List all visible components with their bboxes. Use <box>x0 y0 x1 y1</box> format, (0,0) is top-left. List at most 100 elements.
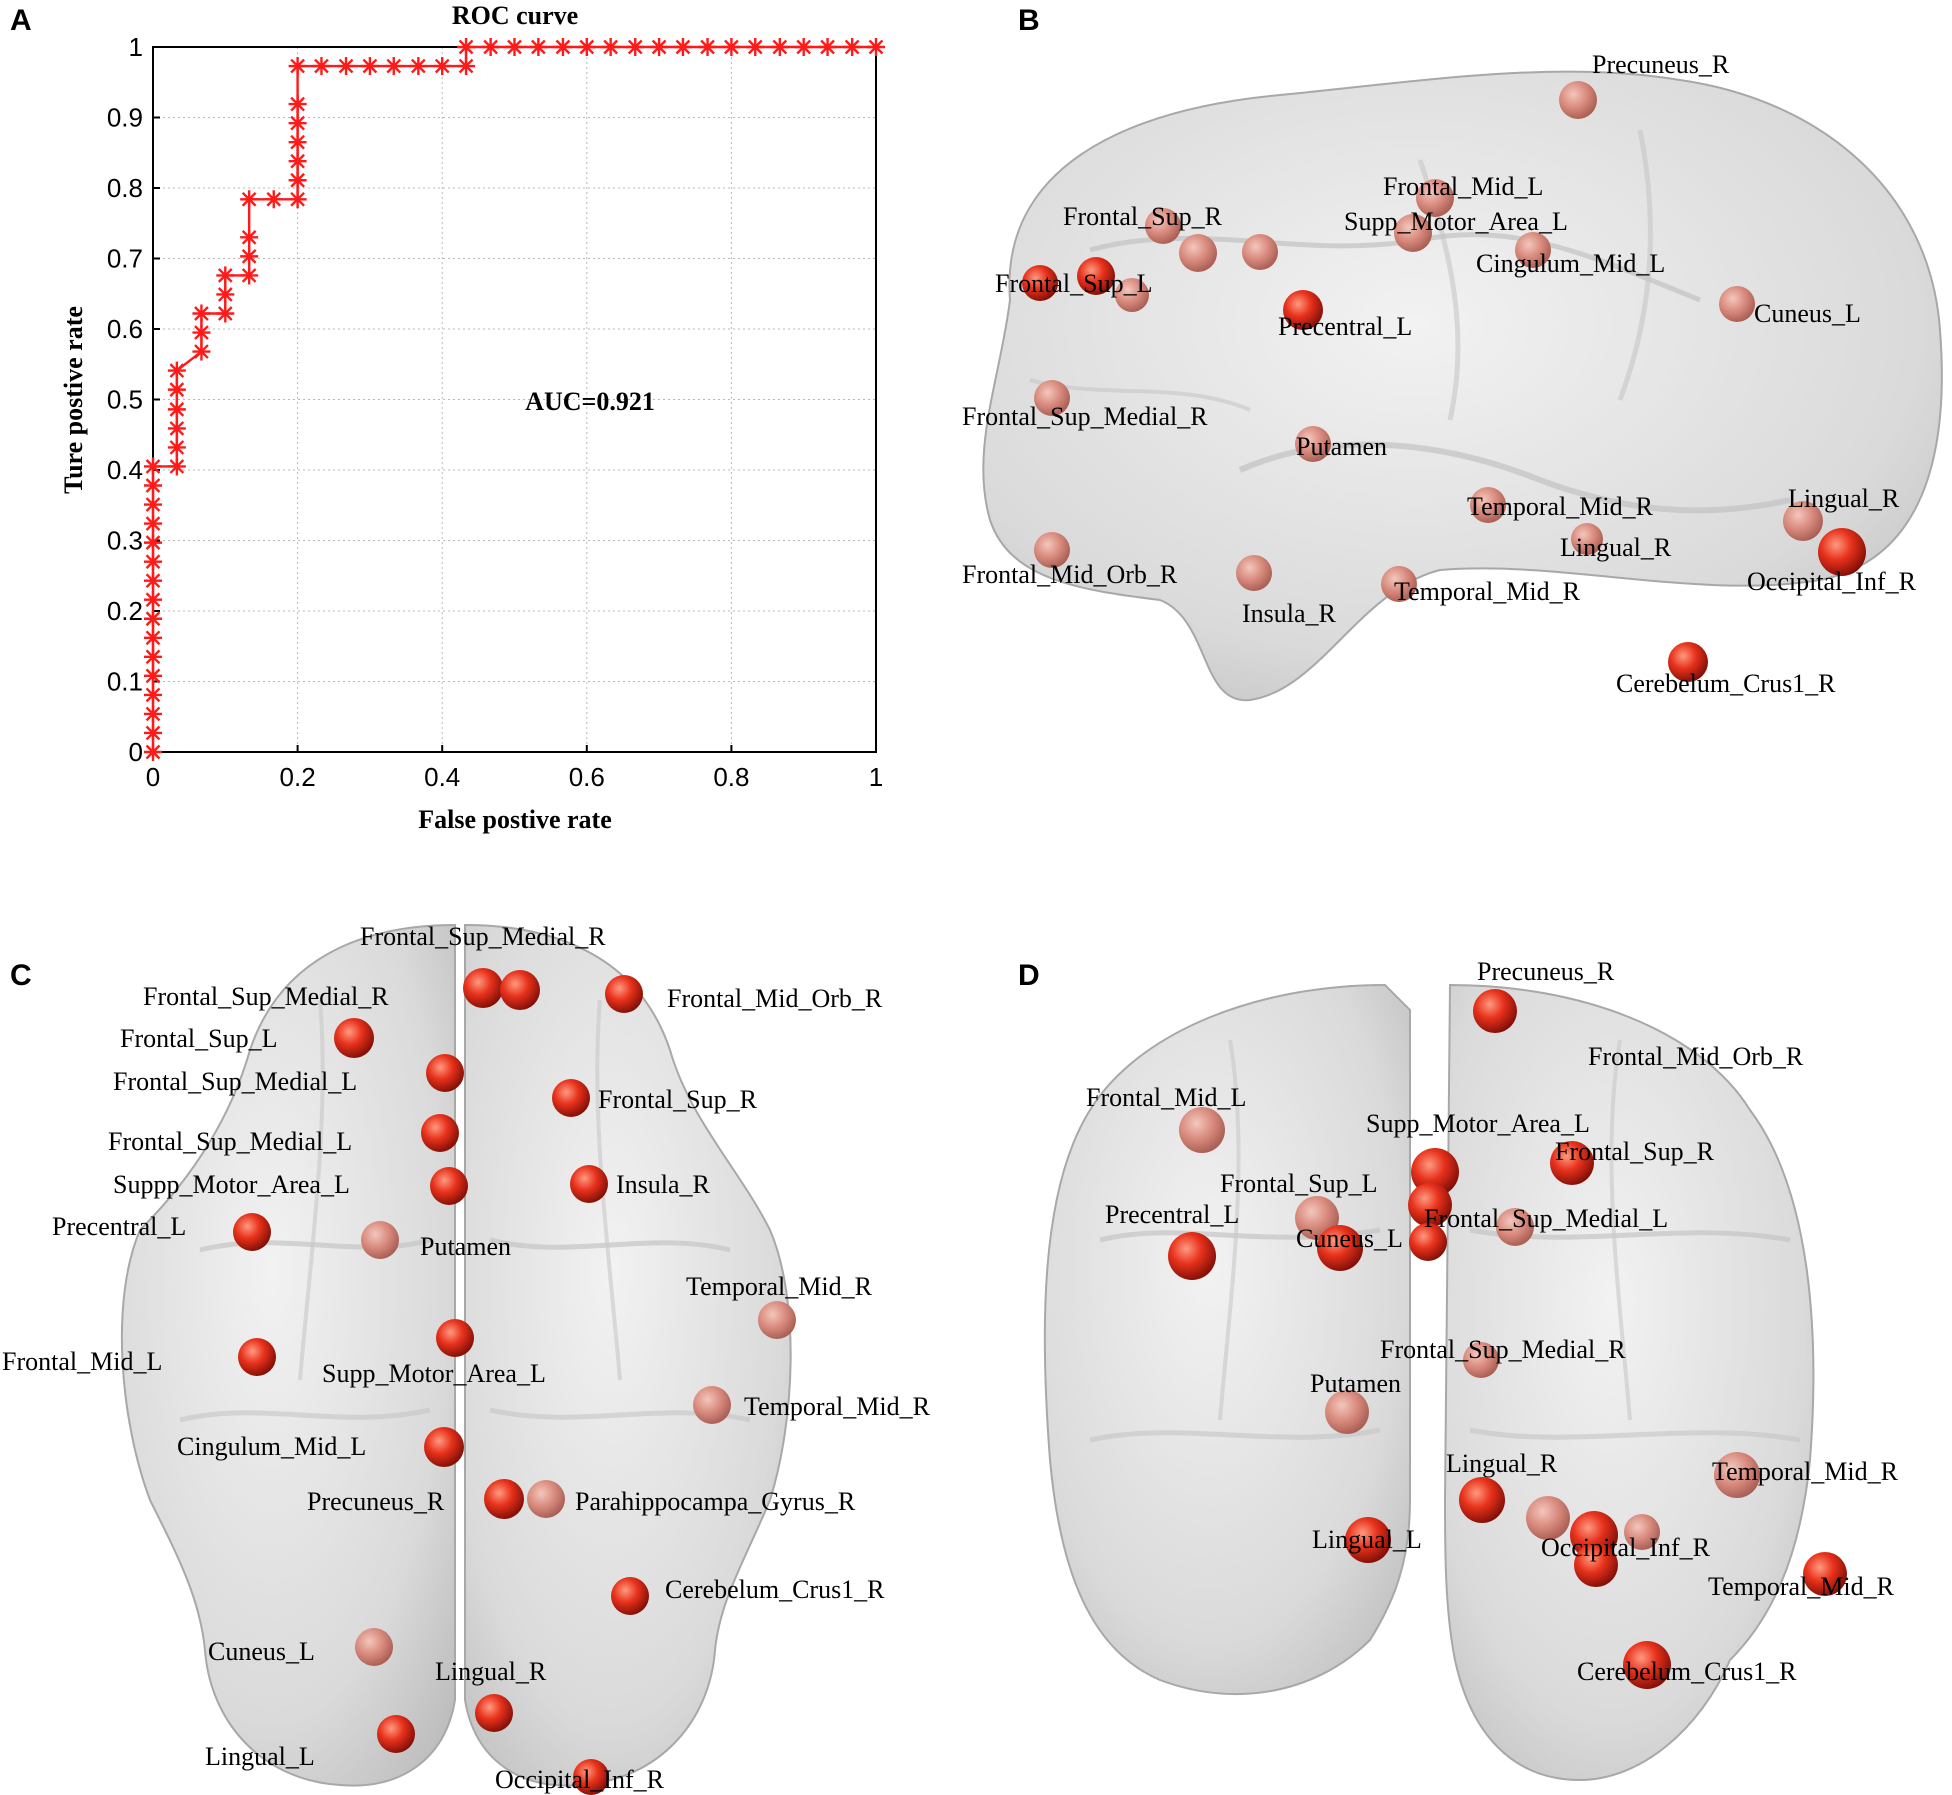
roc-point <box>288 95 307 114</box>
brain-node <box>430 1167 468 1205</box>
x-tick-label: 0.6 <box>569 762 605 792</box>
roc-series <box>144 38 885 761</box>
brain-node <box>1624 1514 1660 1550</box>
roc-point <box>360 57 379 76</box>
brain-node <box>1559 81 1597 119</box>
brain-node <box>570 1165 608 1203</box>
chart-grid <box>153 47 876 752</box>
region-label: Suppp_Motor_Area_L <box>113 1170 350 1199</box>
brain-coronal <box>1043 983 1815 1782</box>
y-tick-label: 0.6 <box>107 314 143 344</box>
brain-node <box>426 1054 464 1092</box>
node-layer-c <box>233 968 796 1795</box>
roc-point <box>673 38 692 56</box>
region-label: Frontal_Sup_Medial_R <box>962 402 1208 431</box>
brain-node <box>1473 989 1517 1033</box>
region-label: Temporal_Mid_R <box>1708 1572 1895 1601</box>
region-label: Lingual_R <box>1560 533 1672 562</box>
brain-node <box>334 1018 374 1058</box>
region-label: Precuneus_R <box>1477 957 1615 986</box>
y-tick-label: 0.4 <box>107 455 143 485</box>
brain-node <box>1168 1232 1216 1280</box>
y-tick-label: 0.1 <box>107 667 143 697</box>
region-label: Frontal_Mid_Orb_R <box>667 984 883 1013</box>
brain-node <box>1317 1225 1363 1271</box>
label-layer-c: Frontal_Sup_Medial_R Frontal_Sup_Medial_… <box>2 922 931 1794</box>
region-label: Occipital_Inf_R <box>495 1765 665 1794</box>
node-layer-b <box>1022 81 1866 682</box>
roc-point <box>577 38 596 56</box>
brain-node <box>361 1221 399 1259</box>
roc-point <box>240 247 259 266</box>
y-tick-label: 1 <box>129 32 143 62</box>
panel-letter-d: D <box>1018 959 1040 992</box>
brain-node <box>573 1759 609 1795</box>
brain-node <box>1623 1641 1671 1689</box>
roc-point <box>698 38 717 56</box>
region-label: Precentral_L <box>1105 1200 1239 1229</box>
roc-point <box>312 57 331 76</box>
roc-point <box>288 171 307 190</box>
roc-point <box>144 647 162 666</box>
roc-point <box>167 400 186 419</box>
brain-node <box>424 1427 464 1467</box>
region-label: Frontal_Sup_R <box>1063 202 1223 231</box>
region-label: Parahippocampa_Gyrus_R <box>575 1487 856 1516</box>
region-label: Temporal_Mid_R <box>686 1272 873 1301</box>
chart-title: ROC curve <box>452 1 578 30</box>
roc-point <box>264 190 283 209</box>
roc-point <box>650 38 669 56</box>
roc-point <box>409 57 428 76</box>
roc-point <box>601 38 620 56</box>
brain-node <box>1550 1141 1594 1185</box>
brain-node <box>1571 523 1603 555</box>
brain-node <box>1416 179 1454 217</box>
brain-node <box>1345 1517 1391 1563</box>
brain-node <box>1295 426 1331 462</box>
roc-point <box>216 285 235 304</box>
roc-point <box>553 38 572 56</box>
panel-d: D <box>1018 957 1899 1782</box>
region-label: Frontal_Sup_Medial_L <box>108 1127 352 1156</box>
region-label: Precentral_L <box>52 1212 186 1241</box>
region-label: Cingulum_Mid_L <box>177 1432 366 1461</box>
roc-point <box>240 266 259 285</box>
roc-point <box>457 38 476 56</box>
brain-node <box>1719 286 1755 322</box>
roc-point <box>144 590 162 609</box>
region-label: Supp_Motor_Area_L <box>1366 1109 1590 1138</box>
brain-node <box>238 1338 276 1376</box>
x-tick-label: 0.8 <box>713 762 749 792</box>
brain-axial <box>120 923 792 1787</box>
region-label: Cerebelum_Crus1_R <box>1616 669 1836 698</box>
region-label: Cerebelum_Crus1_R <box>665 1575 885 1604</box>
brain-node <box>1283 290 1323 330</box>
roc-point <box>722 38 741 56</box>
region-label: Insula_R <box>616 1170 711 1199</box>
region-label: Temporal_Mid_R <box>1394 577 1581 606</box>
region-label: Frontal_Sup_Medial_R <box>360 922 606 951</box>
roc-point <box>144 666 162 685</box>
roc-point <box>240 228 259 247</box>
roc-point <box>818 38 837 56</box>
brain-node <box>1668 642 1708 682</box>
y-tick-label: 0.8 <box>107 173 143 203</box>
region-label: Lingual_L <box>205 1742 315 1771</box>
region-label: Putamen <box>1296 432 1387 461</box>
panel-letter-b: B <box>1018 4 1040 37</box>
roc-point <box>529 38 548 56</box>
roc-point <box>144 495 162 514</box>
brain-node <box>233 1213 271 1251</box>
region-label: Frontal_Sup_L <box>1220 1169 1377 1198</box>
brain-node <box>421 1114 459 1152</box>
brain-node <box>1408 1183 1452 1227</box>
roc-point <box>192 342 211 361</box>
y-tick-label: 0.9 <box>107 103 143 133</box>
region-label: Frontal_Sup_Medial_L <box>113 1067 357 1096</box>
x-tick-label: 0.2 <box>280 762 316 792</box>
brain-node <box>1115 278 1149 312</box>
brain-node <box>1496 1208 1534 1246</box>
roc-point <box>144 476 162 495</box>
